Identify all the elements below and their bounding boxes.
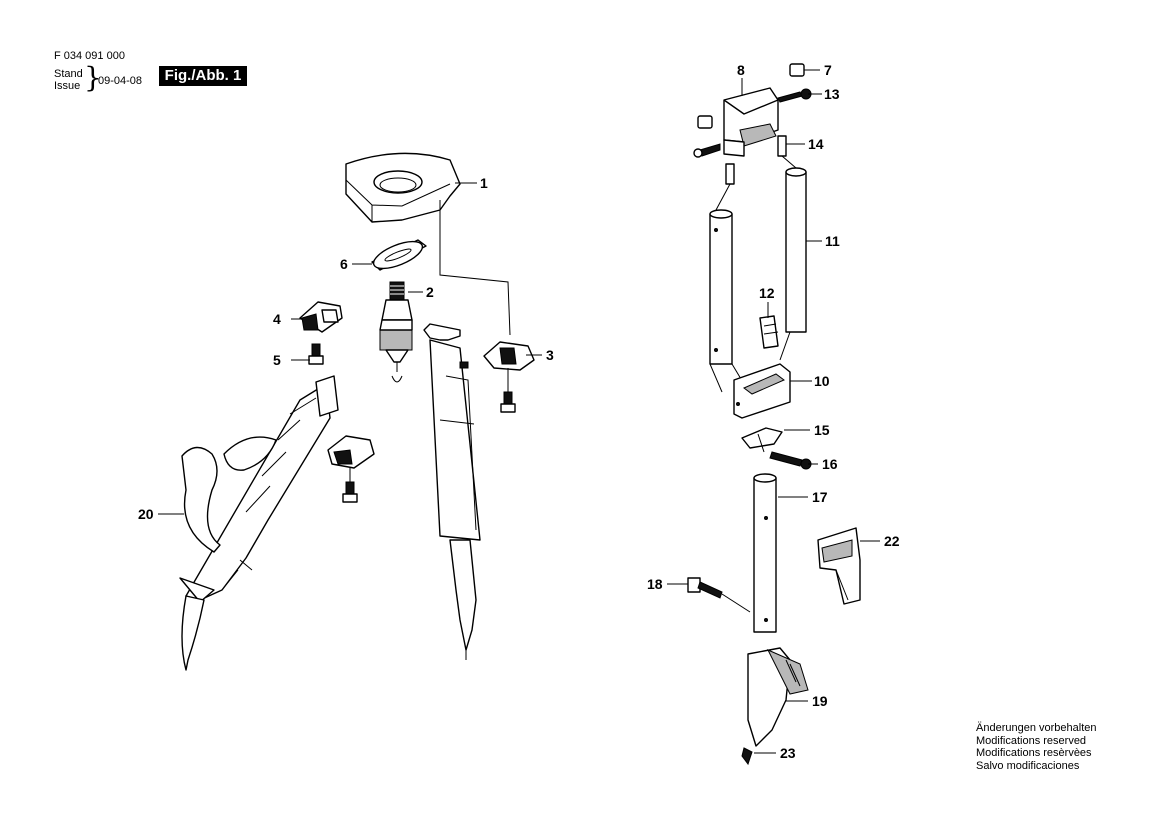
part-15-bracket — [741, 427, 783, 453]
part-4-clamp — [299, 301, 343, 333]
callout-7: 7 — [824, 62, 832, 78]
callout-13: 13 — [824, 86, 840, 102]
callout-19: 19 — [812, 693, 828, 709]
issue-date: 09-04-08 — [98, 75, 143, 87]
part-11-tube-left — [709, 209, 745, 393]
part-18-bolt — [687, 577, 751, 613]
callout-17: 17 — [812, 489, 828, 505]
note-german: Änderungen vorbehalten — [976, 722, 1097, 734]
part-22-clip — [817, 527, 861, 605]
callout-10: 10 — [814, 373, 830, 389]
part-2-threaded-knob — [379, 281, 413, 383]
callout-2: 2 — [426, 284, 434, 300]
part-23-tip — [741, 747, 753, 766]
part-14-clip — [715, 135, 797, 211]
callout-20: 20 — [138, 506, 154, 522]
callout-22: 22 — [884, 533, 900, 549]
leg-clamp — [327, 435, 375, 503]
modification-notes: Änderungen vorbehalten Modifications res… — [976, 722, 1096, 772]
note-spanish: Salvo modificaciones — [976, 759, 1080, 772]
part-6-slotted-plate — [371, 239, 427, 271]
part-16-screw — [769, 451, 812, 470]
callout-12: 12 — [759, 285, 775, 301]
callout-23: 23 — [780, 745, 796, 761]
issue-label: Issue — [54, 80, 81, 92]
callout-1: 1 — [480, 175, 488, 191]
part-5-screw — [308, 343, 324, 365]
figure-label: Fig./Abb. 1 — [159, 66, 247, 86]
callout-16: 16 — [822, 456, 838, 472]
document-number: F 034 091 000 — [54, 50, 125, 62]
callout-4: 4 — [273, 311, 281, 327]
part-10-base-block — [733, 363, 791, 419]
callout-11: 11 — [825, 233, 840, 249]
callout-3: 3 — [546, 347, 554, 363]
part-8-head-block — [697, 87, 779, 157]
part-1-top-plate — [345, 152, 511, 336]
part-3-clamp-bracket — [483, 341, 535, 413]
part-19-foot — [747, 647, 809, 747]
note-french: Modifications resèrvèes — [976, 747, 1092, 759]
callout-5: 5 — [273, 352, 281, 368]
part-11-tube-right — [779, 167, 807, 361]
callout-15: 15 — [814, 422, 830, 438]
stand-label: Stand — [54, 68, 83, 80]
brace-glyph: } — [84, 61, 102, 94]
callout-6: 6 — [340, 256, 348, 272]
part-17-lower-tube — [753, 473, 777, 633]
part-13-screw — [777, 88, 812, 103]
callout-18: 18 — [647, 576, 663, 592]
side-screw — [693, 143, 721, 158]
center-leg — [423, 323, 481, 660]
note-english: Modifications reserved — [976, 734, 1087, 747]
callout-8: 8 — [737, 62, 745, 78]
part-20-folding-leg — [179, 375, 339, 671]
callout-14: 14 — [808, 136, 824, 152]
part-7-pin — [789, 63, 805, 77]
part-12-clip — [759, 315, 779, 349]
leader-lines — [158, 69, 880, 754]
